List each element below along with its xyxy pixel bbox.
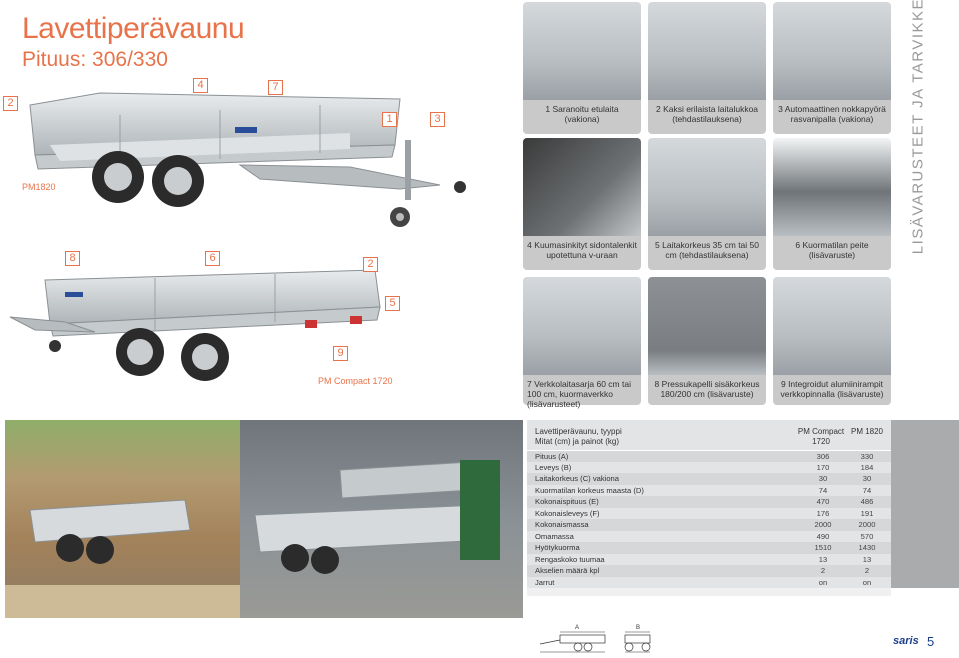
spec-row: Kokonaismassa 2000 2000 [527, 519, 891, 531]
accessory-4-caption: 4 Kuumasinkityt sidontalenkit upotettuna… [523, 236, 641, 270]
accessory-9-image [773, 277, 891, 375]
spec-row: Pituus (A) 306 330 [527, 450, 891, 462]
page-subtitle: Pituus: 306/330 [22, 48, 168, 71]
accessory-2-image [648, 2, 766, 100]
spec-row-compact-value: 2000 [814, 520, 832, 529]
photo-lumber-yard [5, 420, 240, 618]
accessory-2-caption: 2 Kaksi erilaista laitalukkoa (tehdastil… [648, 100, 766, 134]
accessories-side-label: LISÄVARUSTEET JA TARVIKKEET [909, 0, 927, 255]
spec-row-label: Kokonaispituus (E) [535, 497, 599, 506]
spec-row-label: Rengaskoko tuumaa [535, 554, 605, 564]
callout-3-top: 3 [430, 112, 445, 127]
spec-row: Jarrut on on [527, 577, 891, 589]
spec-row-pm1820-value: 2000 [858, 520, 876, 529]
spec-row-label: Laitakorkeus (C) vakiona [535, 474, 619, 483]
gray-side-panel [891, 420, 959, 588]
accessory-7-image [523, 277, 641, 375]
callout-4-top: 4 [193, 78, 208, 93]
spec-row-label: Kokonaismassa [535, 520, 589, 529]
callout-8-bottom: 8 [65, 251, 80, 266]
spec-row-compact-value: on [818, 577, 828, 587]
callout-7-top: 7 [268, 80, 283, 95]
spec-row: Kokonaispituus (E) 470 486 [527, 496, 891, 508]
spec-row-compact-value: 74 [818, 485, 828, 495]
spec-row: Kokonaisleveys (F) 176 191 [527, 508, 891, 520]
spec-row: Leveys (B) 170 184 [527, 462, 891, 474]
callout-5-bottom: 5 [385, 296, 400, 311]
spec-row-pm1820-value: on [862, 577, 872, 587]
spec-row-compact-value: 30 [818, 474, 828, 483]
accessory-1-image [523, 2, 641, 100]
spec-row-label: Akselien määrä kpl [535, 566, 600, 575]
accessory-5-caption: 5 Laitakorkeus 35 cm tai 50 cm (tehdasti… [648, 236, 766, 270]
spec-row-compact-value: 1510 [814, 543, 832, 552]
dimension-label-b: B [636, 625, 640, 631]
callout-6-bottom: 6 [205, 251, 220, 266]
trailer-pm-compact-image [9, 269, 381, 381]
page-number: 5 [927, 634, 935, 649]
spec-footer-band [527, 588, 891, 596]
accessory-6-caption: 6 Kuormatilan peite (lisävaruste) [773, 236, 891, 270]
spec-row: Kuormatilan korkeus maasta (D) 74 74 [527, 485, 891, 497]
callout-1-top: 1 [382, 112, 397, 127]
spec-col-compact: PM Compact 1720 [797, 427, 845, 446]
spec-row-compact-value: 470 [816, 497, 830, 506]
spec-row-label: Kokonaisleveys (F) [535, 508, 600, 518]
accessory-6-image [773, 138, 891, 236]
spec-row-compact-value: 490 [816, 531, 830, 541]
spec-row-pm1820-value: 74 [862, 485, 872, 495]
dimension-diagram: A B [540, 625, 651, 653]
spec-row-label: Omamassa [535, 531, 574, 541]
model-label-pm-compact: PM Compact 1720 [318, 376, 393, 386]
accessory-9-caption: 9 Integroidut alumiinirampit verkkopinna… [773, 375, 891, 405]
spec-row-compact-value: 13 [818, 554, 828, 564]
accessory-3-image [773, 2, 891, 100]
accessory-7-caption: 7 Verkkolaitasarja 60 cm tai 100 cm, kuo… [523, 375, 641, 409]
spec-row: Akselien määrä kpl 2 2 [527, 565, 891, 577]
photo-building [240, 420, 523, 618]
callout-2-top: 2 [3, 96, 18, 111]
spec-row-compact-value: 2 [820, 566, 826, 575]
model-label-pm1820: PM1820 [22, 182, 56, 192]
accessory-8-caption: 8 Pressukapelli sisäkorkeus 180/200 cm (… [648, 375, 766, 405]
spec-row-pm1820-value: 191 [860, 508, 874, 518]
spec-col-pm1820: PM 1820 [850, 427, 884, 436]
spec-row-label: Pituus (A) [535, 452, 569, 461]
spec-row-label: Kuormatilan korkeus maasta (D) [535, 485, 644, 495]
spec-row: Omamassa 490 570 [527, 531, 891, 543]
spec-header-type: Lavettiperävaunu, tyyppi [535, 427, 622, 436]
spec-header-units: Mitat (cm) ja painot (kg) [535, 437, 620, 446]
spec-table: Lavettiperävaunu, tyyppi Mitat (cm) ja p… [527, 420, 891, 588]
accessory-1-caption: 1 Saranoitu etulaita (vakiona) [523, 100, 641, 134]
trailer-pm1820-image [29, 92, 466, 227]
spec-row-pm1820-value: 330 [860, 452, 874, 461]
saris-logo: saris [893, 635, 919, 647]
spec-row-pm1820-value: 2 [864, 566, 870, 575]
spec-row: Hyötykuorma 1510 1430 [527, 542, 891, 554]
spec-row-pm1820-value: 30 [862, 474, 872, 483]
accessory-8-image [648, 277, 766, 375]
spec-row-label: Jarrut [535, 577, 555, 587]
spec-row-compact-value: 306 [816, 452, 830, 461]
accessory-5-image [648, 138, 766, 236]
spec-row-compact-value: 170 [816, 462, 830, 472]
spec-row-pm1820-value: 13 [862, 554, 872, 564]
spec-row: Rengaskoko tuumaa 13 13 [527, 554, 891, 566]
spec-row-compact-value: 176 [816, 508, 830, 518]
spec-row-pm1820-value: 570 [860, 531, 874, 541]
page-title: Lavettiperävaunu [22, 12, 245, 45]
dimension-label-a: A [575, 625, 579, 631]
spec-row-label: Hyötykuorma [535, 543, 580, 552]
spec-row: Laitakorkeus (C) vakiona 30 30 [527, 473, 891, 485]
spec-row-pm1820-value: 184 [860, 462, 874, 472]
accessory-3-caption: 3 Automaattinen nokkapyörä rasvanipalla … [773, 100, 891, 134]
spec-row-pm1820-value: 486 [860, 497, 874, 506]
accessory-4-image [523, 138, 641, 236]
callout-2-bottom: 2 [363, 257, 378, 272]
spec-row-label: Leveys (B) [535, 462, 572, 472]
callout-9-bottom: 9 [333, 346, 348, 361]
spec-row-pm1820-value: 1430 [858, 543, 876, 552]
